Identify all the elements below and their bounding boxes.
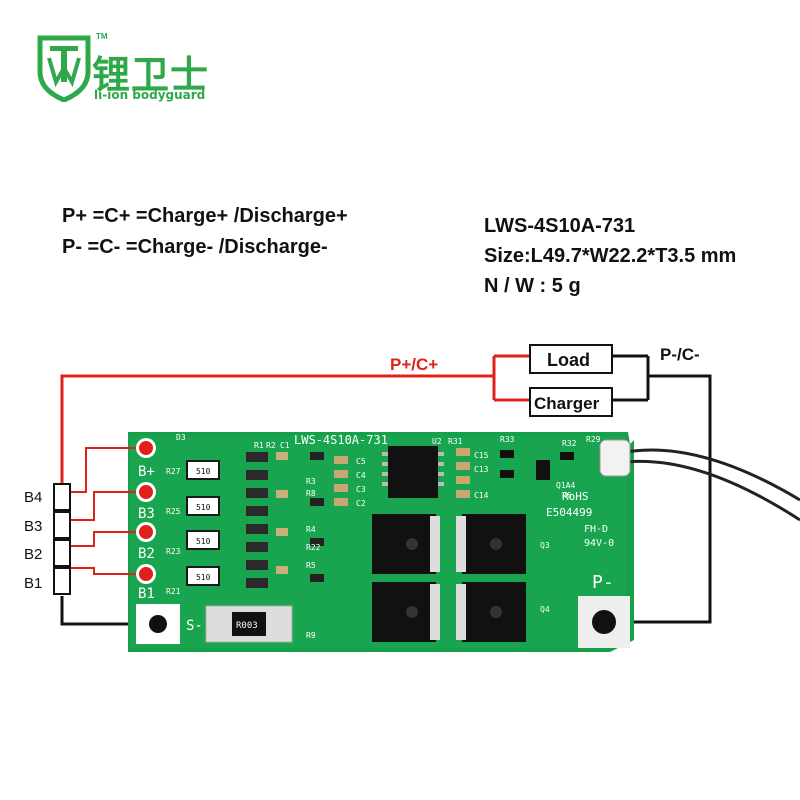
silk-ref: R9 [306, 631, 316, 640]
mosfets [372, 514, 526, 642]
silk-ref: R23 [166, 547, 181, 556]
silk-ref: R5 [306, 561, 316, 570]
silk-ref: R27 [166, 467, 181, 476]
silk-ref: R6 [562, 491, 572, 500]
cell-label-b4: B4 [24, 489, 42, 506]
cell-label-b1: B1 [24, 575, 42, 592]
silk-mark: E504499 [546, 506, 592, 519]
resistor-code: 510 [196, 503, 211, 512]
silk-mark: RoHS [562, 490, 589, 503]
definition-negative: P- =C- =Charge- /Discharge- [62, 236, 328, 258]
silk-ref: C1 [280, 441, 290, 450]
resistor [500, 450, 514, 458]
silk-ref: C14 [474, 491, 489, 500]
spec-size: Size:L49.7*W22.2*T3.5 mm [484, 245, 737, 267]
silk-ref: C3 [356, 485, 366, 494]
charger-box [529, 387, 613, 417]
balance-leads [70, 447, 146, 575]
silk-ref: C4 [356, 471, 366, 480]
silk-pad-label: B+ [138, 464, 155, 480]
silk-ref: R29 [586, 435, 601, 444]
silk-ref: D3 [176, 433, 186, 442]
cell-label-b3: B3 [24, 518, 42, 535]
silk-ref: R21 [166, 587, 181, 596]
load-box [529, 344, 613, 374]
output-wire [625, 448, 800, 502]
definition-positive: P+ =C+ =Charge+ /Discharge+ [62, 205, 348, 227]
silk-pad-label: B3 [138, 506, 155, 522]
negative-wire [60, 354, 712, 626]
silk-ref: R4 [306, 525, 316, 534]
silk-ref: R33 [500, 435, 515, 444]
silk-ref: R1 [254, 441, 264, 450]
silk-ref: Q3 [540, 541, 550, 550]
logo-english-text: li-ion bodyguard [94, 88, 206, 102]
silk-pad-label: S- [186, 618, 203, 634]
cell-label-b2: B2 [24, 546, 42, 563]
silk-ref: C2 [356, 499, 366, 508]
silk-ref: Q4 [540, 605, 550, 614]
cell-connectors [53, 483, 71, 595]
negative-wire-label: P-/C- [660, 345, 700, 364]
resistor-code: 510 [196, 573, 211, 582]
shunt-code: R003 [236, 621, 258, 631]
shield-logo-icon [37, 35, 91, 102]
silk-pad-label: B2 [138, 546, 155, 562]
p-minus-terminal [592, 610, 616, 634]
silk-mark: FH-D [584, 524, 608, 535]
resistor [560, 452, 574, 460]
silk-ref: C5 [356, 457, 366, 466]
protection-ic [382, 446, 444, 498]
positive-wire-label: P+/C+ [390, 355, 438, 374]
charger-label: Charger [534, 394, 600, 413]
silk-ref: R25 [166, 507, 181, 516]
silk-ref: R22 [306, 543, 321, 552]
silk-pad-label: P- [592, 572, 614, 593]
transistor [536, 460, 550, 480]
silk-ref: R2 [266, 441, 276, 450]
resistor-code: 510 [196, 537, 211, 546]
silk-ref: R32 [562, 439, 577, 448]
resistor [500, 470, 514, 478]
balance-pads [136, 438, 156, 584]
wire-connector [599, 439, 631, 477]
silk-pad-label: B1 [138, 586, 155, 602]
logo-chinese-text: 锂卫士 [92, 53, 210, 97]
s-minus-terminal [149, 615, 167, 633]
smd-column [246, 452, 324, 588]
silk-ref: R8 [306, 489, 316, 498]
spec-model: LWS-4S10A-731 [484, 215, 636, 237]
balance-resistors [186, 460, 220, 586]
spec-weight: N / W : 5 g [484, 275, 581, 297]
current-shunt-body [232, 612, 266, 636]
silk-ref: C13 [474, 465, 489, 474]
silk-ref: C15 [474, 451, 489, 460]
silk-model: LWS-4S10A-731 [294, 433, 388, 447]
load-label: Load [547, 350, 590, 370]
silk-ref: R31 [448, 437, 463, 446]
positive-wire [60, 354, 530, 484]
capacitors [334, 448, 470, 506]
silk-mark: 94V-0 [584, 538, 614, 549]
silk-ref: U2 [432, 437, 442, 446]
trademark-mark: TM [96, 32, 108, 41]
silk-ref: R3 [306, 477, 316, 486]
logo: 锂卫士 TM li-ion bodyguard [36, 30, 236, 110]
resistor-code: 510 [196, 467, 211, 476]
silk-ref: Q1A4 [556, 481, 575, 490]
output-wire [625, 459, 800, 522]
